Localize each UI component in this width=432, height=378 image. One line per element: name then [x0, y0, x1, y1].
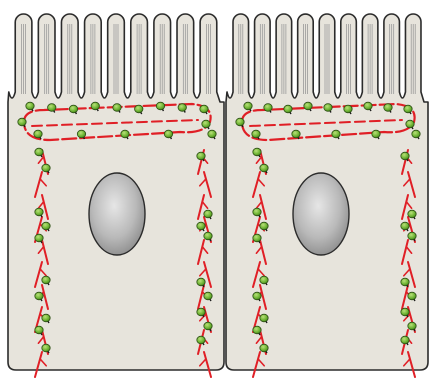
myosin-head [284, 105, 292, 113]
myosin-head [372, 130, 380, 138]
myosin-head [406, 120, 414, 128]
myosin-head [35, 208, 43, 216]
myosin-head [42, 276, 50, 284]
myosin-head [35, 234, 43, 242]
myosin-head [178, 104, 186, 112]
myosin-head [113, 104, 121, 112]
myosin-head [35, 148, 43, 156]
myosin-head [197, 222, 205, 230]
myosin-head [304, 102, 312, 110]
myosin-head [401, 278, 409, 286]
myosin-head [164, 130, 172, 138]
myosin-head [197, 308, 205, 316]
myosin-head [135, 105, 143, 113]
myosin-head [401, 222, 409, 230]
myosin-head [34, 130, 42, 138]
myosin-head [253, 208, 261, 216]
cell-right [226, 14, 428, 377]
myosin-head [26, 102, 34, 110]
myosin-head [91, 102, 99, 110]
cells-layer [8, 14, 428, 377]
myosin-head [253, 292, 261, 300]
myosin-head [260, 276, 268, 284]
myosin-head [202, 120, 210, 128]
myosin-head [208, 130, 216, 138]
myosin-head [412, 130, 420, 138]
myosin-head [69, 105, 77, 113]
myosin-head [408, 322, 416, 330]
myosin-head [18, 118, 26, 126]
myosin-head [204, 232, 212, 240]
myosin-head [42, 314, 50, 322]
myosin-head [200, 105, 208, 113]
myosin-head [253, 148, 261, 156]
myosin-head [253, 326, 261, 334]
myosin-head [42, 164, 50, 172]
myosin-head [204, 322, 212, 330]
myosin-head [332, 130, 340, 138]
myosin-head [401, 308, 409, 316]
myosin-head [264, 104, 272, 112]
myosin-head [384, 104, 392, 112]
myosin-head [401, 336, 409, 344]
myosin-head [408, 210, 416, 218]
myosin-head [244, 102, 252, 110]
myosin-head [260, 344, 268, 352]
myosin-head [42, 344, 50, 352]
myosin-head [408, 292, 416, 300]
myosin-head [197, 152, 205, 160]
myosin-head [204, 292, 212, 300]
myosin-head [42, 222, 50, 230]
myosin-head [121, 130, 129, 138]
nucleus [293, 173, 349, 255]
myosin-head [236, 118, 244, 126]
myosin-head [252, 130, 260, 138]
myosin-head [77, 130, 85, 138]
nucleus [89, 173, 145, 255]
myosin-head [364, 102, 372, 110]
myosin-head [253, 234, 261, 242]
myosin-head [48, 104, 56, 112]
myosin-head [35, 292, 43, 300]
myosin-head [197, 336, 205, 344]
cell-left [8, 14, 224, 377]
myosin-head [324, 104, 332, 112]
myosin-head [156, 102, 164, 110]
myosin-head [408, 232, 416, 240]
myosin-head [404, 105, 412, 113]
myosin-head [292, 130, 300, 138]
myosin-head [260, 222, 268, 230]
myosin-head [401, 152, 409, 160]
myosin-head [35, 326, 43, 334]
myosin-head [260, 164, 268, 172]
myosin-head [204, 210, 212, 218]
myosin-head [260, 314, 268, 322]
myosin-head [344, 105, 352, 113]
myosin-head [197, 278, 205, 286]
